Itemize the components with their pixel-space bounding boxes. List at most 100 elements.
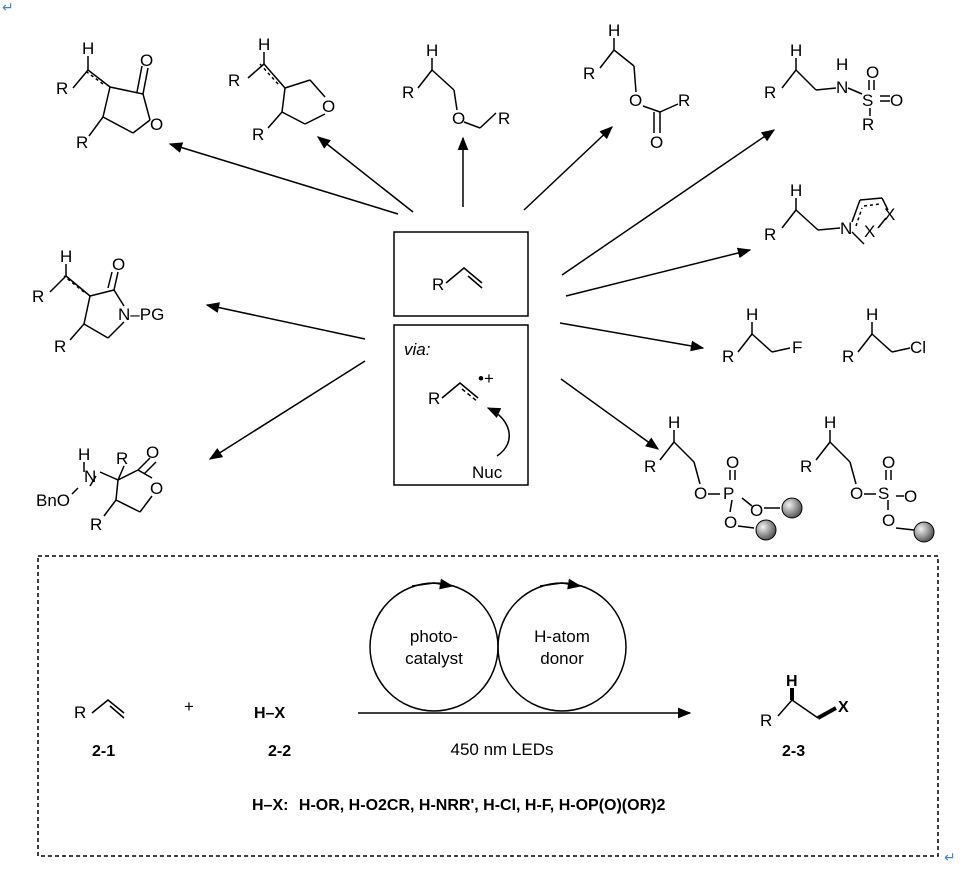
arrow-to-amino-lactone	[208, 360, 366, 460]
azole-X-top: X	[884, 205, 895, 224]
radical-cation-label: •+	[478, 369, 494, 388]
arrow-to-halides	[559, 322, 705, 352]
ether-H: H	[426, 41, 438, 60]
hat-donor-line1: H-atom	[534, 627, 590, 646]
sulfate-R: R	[800, 457, 812, 476]
scheme-box	[37, 555, 939, 857]
sulfonamide-H-nitrogen: H	[836, 55, 848, 74]
azole-R: R	[764, 225, 776, 244]
structure-sulfate	[815, 430, 915, 531]
azole-N: N	[840, 219, 852, 238]
sulfonamide-N: N	[836, 78, 848, 97]
compound-label-2-3: 2-3	[782, 743, 805, 760]
fluoride-F: F	[792, 338, 802, 357]
reagent-H-X: H–X	[254, 705, 285, 722]
sulfate-O-link: O	[850, 484, 863, 503]
thf-R-top: R	[228, 71, 240, 90]
structure-ester	[599, 38, 679, 133]
arrow-to-lactam	[205, 302, 366, 340]
phosphate-solid-support-1	[781, 497, 803, 519]
lactone-H: H	[82, 39, 94, 58]
phosphate-solid-support-2	[755, 519, 777, 541]
phosphate-R: R	[644, 457, 656, 476]
photocatalyst-line2: catalyst	[405, 649, 463, 668]
conditions-label: 450 nm LEDs	[451, 740, 554, 759]
photocatalyst-line1: photo-	[410, 627, 458, 646]
alkene-2-1	[91, 699, 125, 719]
chloride-H: H	[866, 305, 878, 324]
sulfonamide-S: S	[862, 91, 873, 110]
scope-line: H–X: H-OR, H-O2CR, H-NRR', H-Cl, H-F, H-…	[252, 797, 665, 814]
sulfate-O-right: O	[904, 487, 917, 506]
amino-lactone-R-bottom: R	[90, 515, 102, 534]
arrow-to-phosphates	[560, 378, 660, 450]
lactam-R-bottom: R	[54, 337, 66, 356]
center-alkene-box: R	[393, 231, 529, 317]
sulfonamide-R-bottom: R	[862, 115, 874, 134]
center-alkene-R: R	[432, 275, 444, 294]
phosphate-O-ester2: O	[724, 513, 737, 532]
lactam-N-PG: N–PG	[118, 305, 164, 324]
arrow-to-sulfonamide	[561, 129, 776, 276]
lactam-H: H	[60, 247, 72, 266]
chloride-Cl: Cl	[910, 338, 926, 357]
amino-lactone-O-carbonyl: O	[146, 443, 159, 462]
alkene-2-1-R: R	[74, 703, 86, 722]
lactone-R-bottom: R	[76, 133, 88, 152]
center-mechanism-box: via: R •+ Nuc	[393, 324, 529, 486]
structure-azole	[781, 197, 889, 245]
ester-H: H	[608, 21, 620, 40]
ether-R-right: R	[498, 109, 510, 128]
amino-lactone-O-ring: O	[150, 479, 163, 498]
structure-alkylidene-lactone	[72, 56, 151, 137]
photocatalyst-cycle: photo- catalyst	[369, 578, 499, 712]
phosphate-O-link: O	[694, 484, 707, 503]
sulfate-solid-support	[913, 521, 935, 543]
structure-fluoride	[737, 322, 791, 353]
ester-O-carbonyl: O	[650, 133, 663, 152]
product-R: R	[760, 711, 772, 730]
phosphate-P: P	[723, 484, 734, 503]
structure-chloride	[857, 322, 911, 353]
ether-O: O	[452, 109, 465, 128]
ester-R-left: R	[583, 64, 595, 83]
sulfonamide-R-left: R	[764, 83, 776, 102]
product-2-3	[777, 688, 837, 720]
structure-phosphate	[659, 430, 780, 529]
lactam-O: O	[112, 255, 125, 274]
phosphate-H: H	[668, 413, 680, 432]
sulfonamide-O-top: O	[866, 63, 879, 82]
sulfonamide-H-chain: H	[790, 41, 802, 60]
product-X: X	[838, 699, 849, 716]
ester-R-right: R	[678, 91, 690, 110]
mechanism-R: R	[428, 389, 440, 408]
structure-sulfonamide	[781, 58, 890, 116]
azole-H: H	[790, 181, 802, 200]
return-mark-bottom: ↵	[944, 850, 956, 866]
thf-O: O	[322, 97, 335, 116]
arrow-to-ester	[523, 126, 613, 211]
structure-alkylidene-lactam	[49, 264, 125, 341]
plus-sign: +	[184, 697, 194, 716]
scope-items: H-OR, H-O2CR, H-NRR', H-Cl, H-F, H-OP(O)…	[299, 797, 666, 814]
hat-donor-cycle: H-atom donor	[497, 578, 627, 712]
fluoride-R: R	[722, 347, 734, 366]
chloride-R: R	[842, 347, 854, 366]
thf-R-bottom: R	[252, 125, 264, 144]
sulfonamide-O-right: O	[890, 91, 903, 110]
scope-prefix: H–X:	[252, 797, 288, 814]
structure-alkylidene-thf	[247, 52, 326, 129]
phosphate-O-double: O	[726, 453, 739, 472]
azole-X-bottom: X	[864, 222, 875, 241]
sulfate-H: H	[824, 413, 836, 432]
amino-lactone-N: N	[84, 467, 96, 486]
arrow-to-alkylidene-lactone	[168, 142, 399, 215]
sulfate-O-top: O	[882, 453, 895, 472]
amino-lactone-H: H	[78, 445, 90, 464]
radial-arrows	[168, 126, 776, 460]
fluoride-H: H	[746, 305, 758, 324]
via-label: via:	[404, 340, 431, 359]
compound-label-2-2: 2-2	[268, 743, 291, 760]
sulfate-S: S	[878, 484, 889, 503]
lactone-O-ring: O	[150, 115, 163, 134]
